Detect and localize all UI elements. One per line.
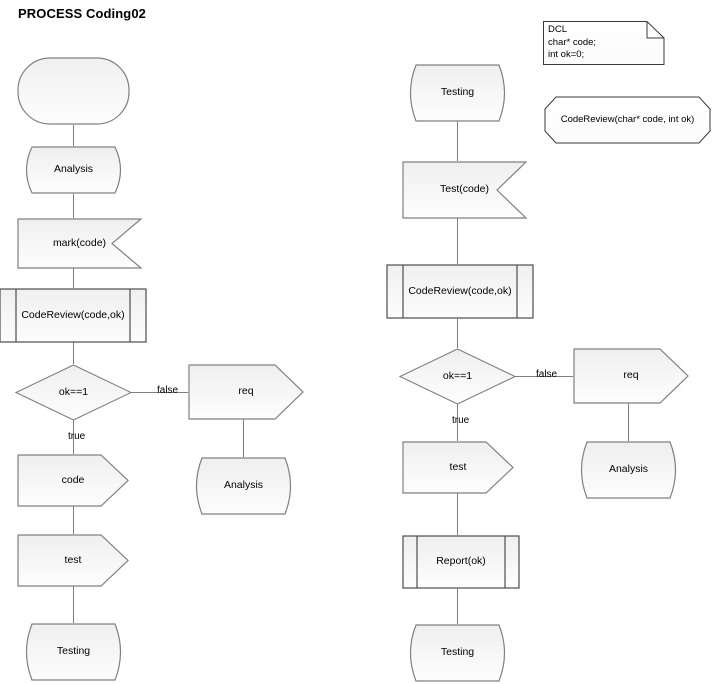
connector-r-test-report <box>457 493 458 535</box>
connector-r-testing-testcode <box>457 121 458 161</box>
connector-l-mark-codereview <box>73 268 74 288</box>
node-r-report[interactable]: Report(ok) <box>402 535 520 589</box>
annotation-dcl-note-text: DCL char* code; int ok=0; <box>548 24 597 61</box>
connector-l-code-test <box>73 506 74 534</box>
connector-l-decision-code <box>73 420 74 454</box>
edge-label-r-false: false <box>536 369 558 380</box>
connector-r-decision-req <box>515 376 573 377</box>
node-r-req[interactable]: req <box>573 348 689 404</box>
connector-r-decision-test <box>457 404 458 441</box>
node-l-start[interactable] <box>17 57 130 125</box>
node-r-testcode[interactable]: Test(code) <box>402 161 528 219</box>
connector-l-decision-req <box>131 392 188 393</box>
node-r-testing-top[interactable]: Testing <box>402 64 513 122</box>
edge-label-l-false: false <box>157 385 179 396</box>
connector-r-req-analysis <box>628 403 629 441</box>
connector-l-codereview-decision <box>73 342 74 364</box>
annotation-codereview-signature[interactable]: CodeReview(char* code, int ok) <box>544 96 711 144</box>
node-l-analysis[interactable]: Analysis <box>18 146 129 194</box>
annotation-dcl-note[interactable]: DCL char* code; int ok=0; <box>543 21 665 65</box>
node-l-test[interactable]: test <box>17 534 129 587</box>
node-l-testing[interactable]: Testing <box>18 623 129 681</box>
connector-l-test-testing <box>73 586 74 623</box>
node-r-decision[interactable]: ok==1 <box>398 348 517 405</box>
node-r-codereview[interactable]: CodeReview(code,ok) <box>386 264 534 319</box>
connector-r-testcode-codereview <box>457 218 458 264</box>
edge-label-r-true: true <box>452 415 470 426</box>
node-l-req[interactable]: req <box>188 364 304 420</box>
node-l-decision[interactable]: ok==1 <box>14 364 133 421</box>
connector-l-start-analysis <box>73 125 74 146</box>
node-r-analysis[interactable]: Analysis <box>573 441 684 499</box>
node-r-test[interactable]: test <box>402 441 514 494</box>
edge-label-l-true: true <box>68 431 86 442</box>
page-title: PROCESS Coding02 <box>18 6 147 21</box>
connector-r-codereview-decision <box>457 318 458 348</box>
node-l-code[interactable]: code <box>17 454 129 507</box>
node-r-testing-bot[interactable]: Testing <box>402 624 513 682</box>
connector-l-req-analysis <box>243 419 244 457</box>
connector-l-analysis-mark <box>73 194 74 218</box>
node-l-codereview[interactable]: CodeReview(code,ok) <box>0 288 147 343</box>
connector-r-report-testing <box>457 588 458 624</box>
node-l-mark[interactable]: mark(code) <box>17 218 143 269</box>
node-l-analysis2[interactable]: Analysis <box>188 457 299 515</box>
